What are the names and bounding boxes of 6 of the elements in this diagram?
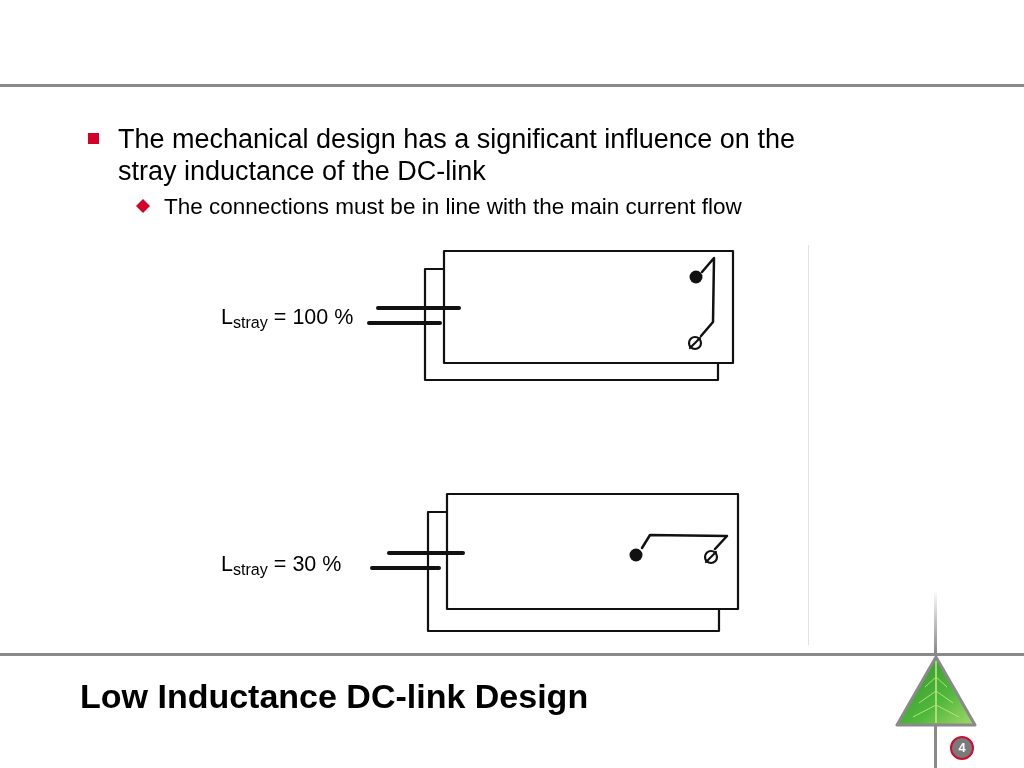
sub-bullet-text: The connections must be in line with the main current flow	[164, 193, 743, 220]
bullet-text: The mechanical design has a significant influence on the stray inductance of the DC-link	[118, 123, 796, 187]
slide-title: Low Inductance DC-link Design	[80, 676, 589, 716]
inductance-label: L$_{stray}$ = 100 %	[221, 304, 354, 331]
page-number: 4	[950, 736, 974, 760]
inductance-label: L$_{stray}$ = 30 %	[221, 551, 342, 578]
